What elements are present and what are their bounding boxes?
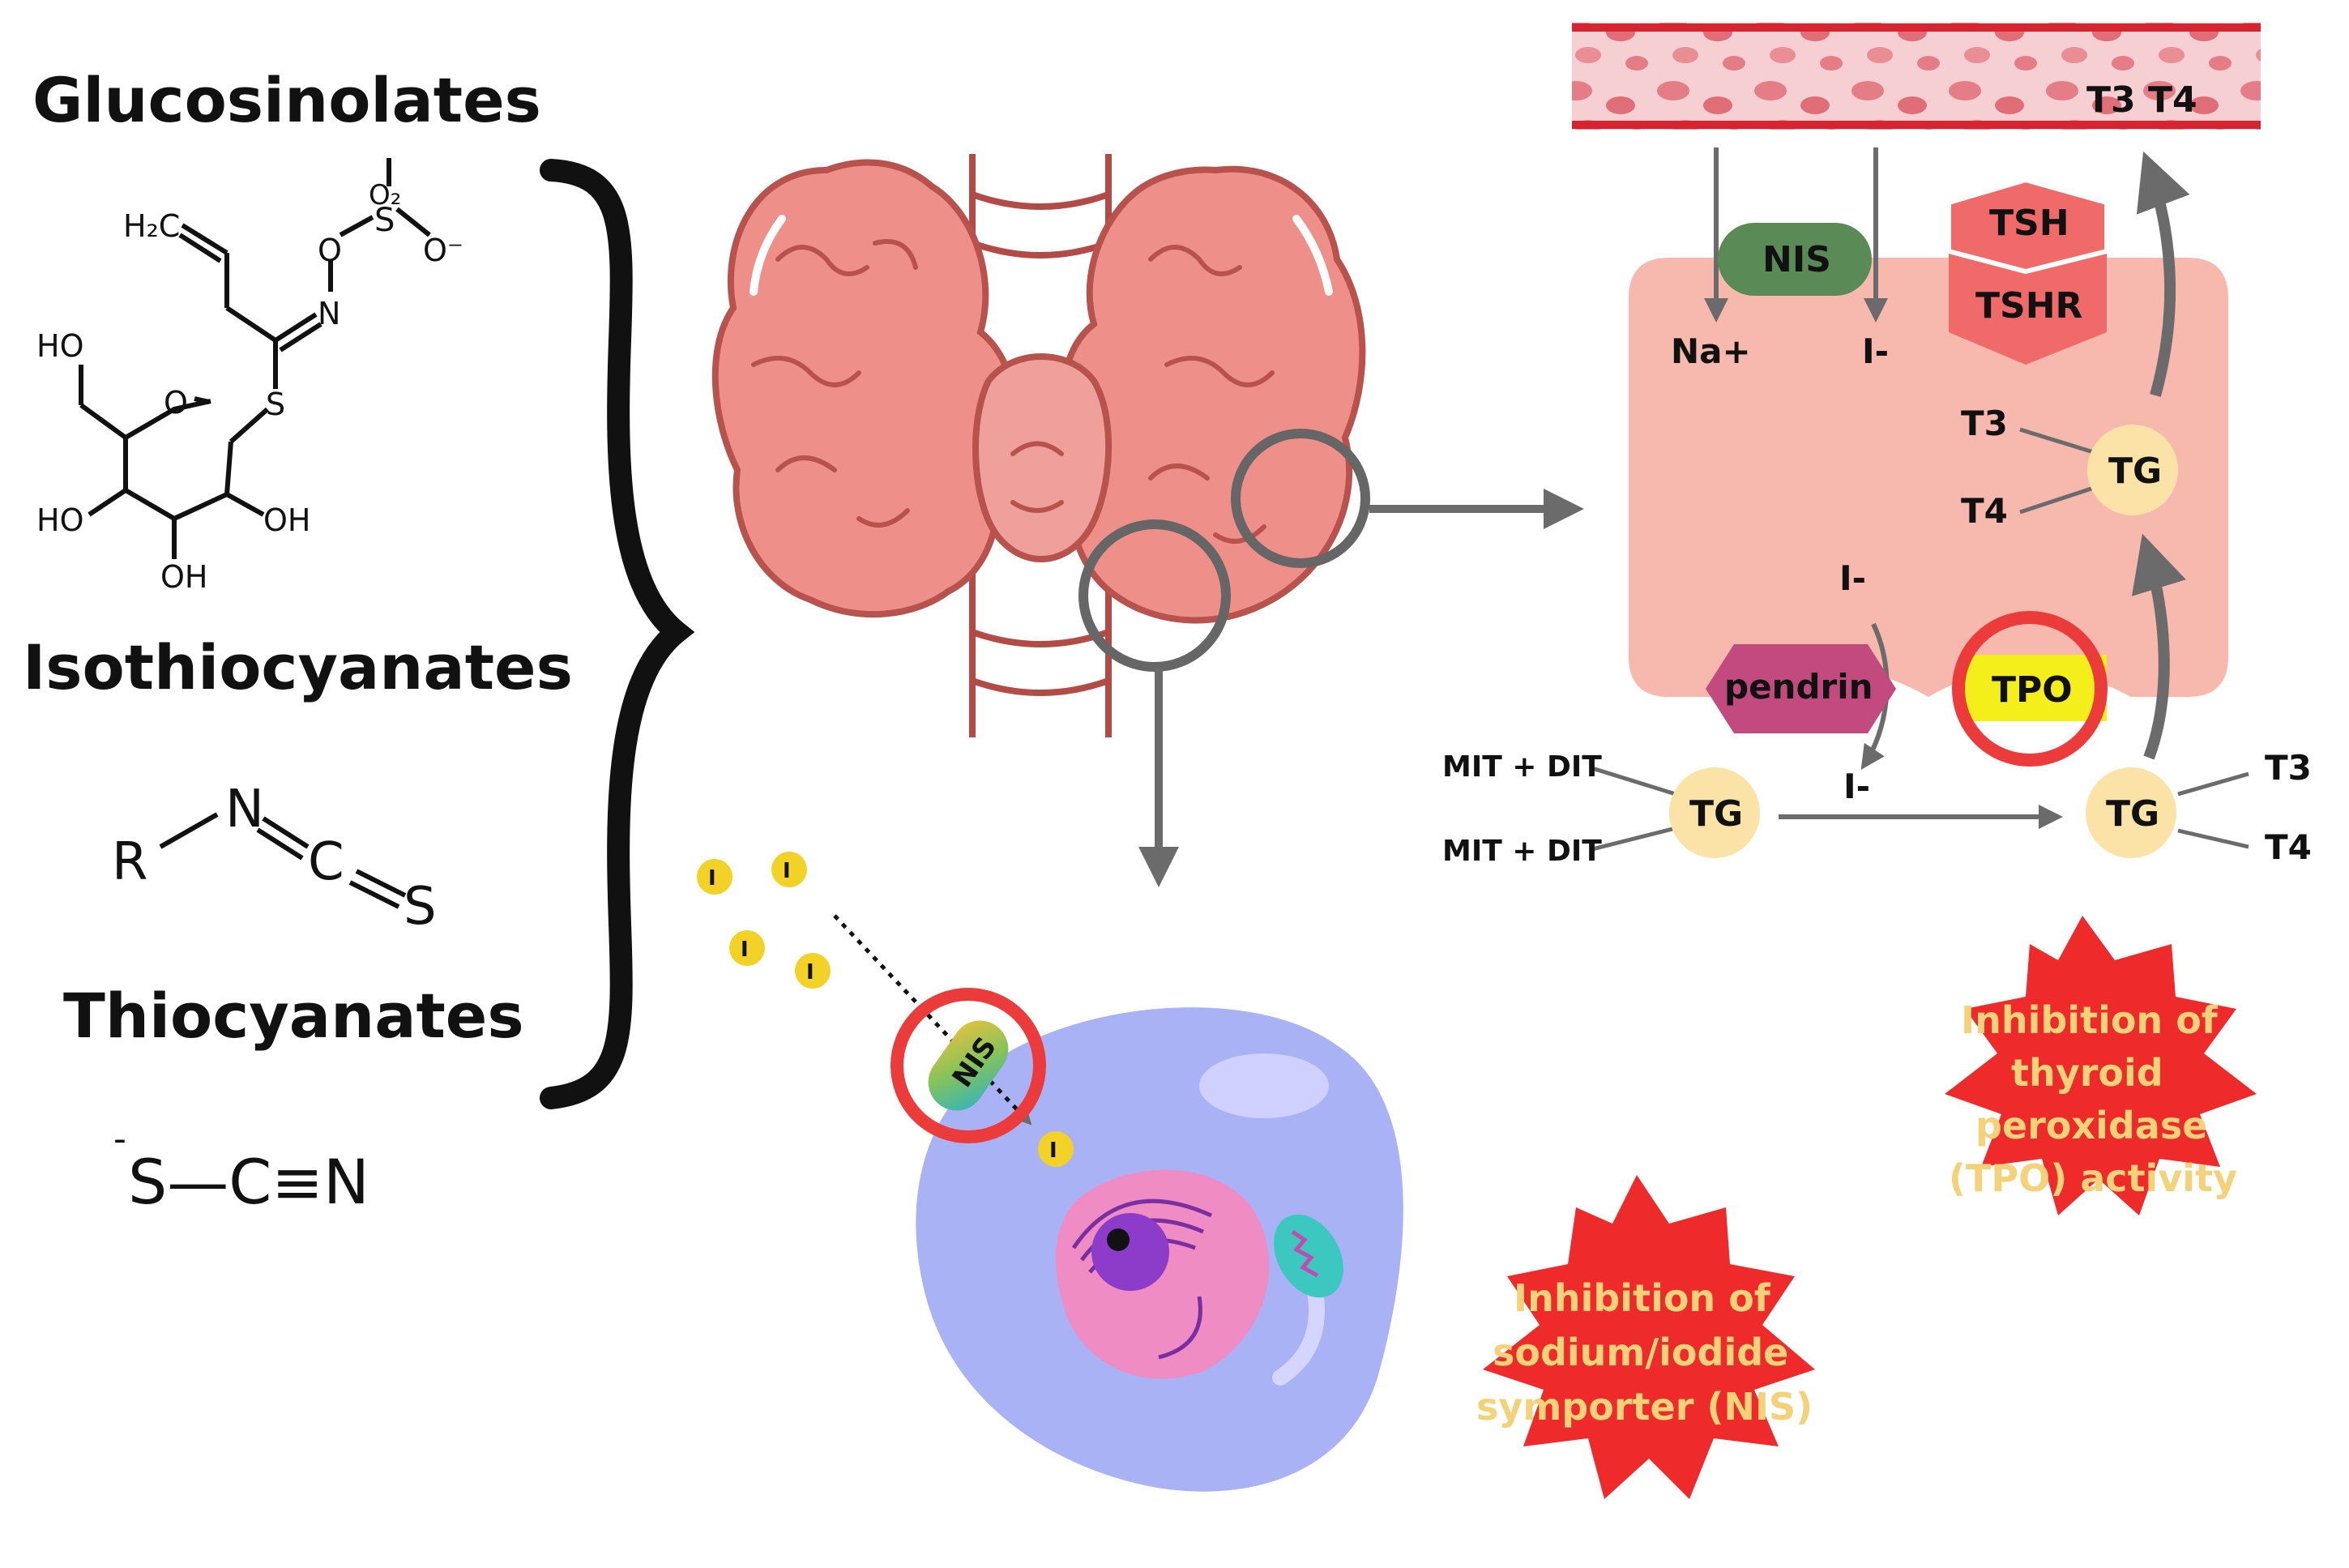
tpo-callout-line-4: (TPO) activity [1949, 1156, 2237, 1200]
glucosinolates-heading: Glucosinolates [32, 64, 541, 136]
nis-label: NIS [1762, 239, 1831, 280]
thiocyanate-formula: S—C≡N [128, 1146, 369, 1218]
tpo-label: TPO [1992, 669, 2073, 711]
follicular-cell [1629, 258, 2228, 697]
t4-upper-label: T4 [1961, 491, 2008, 531]
thyroid-gland [711, 154, 1366, 737]
tg-colloid-right [2086, 767, 2176, 858]
glucosinolate-s-thio: S [266, 387, 285, 422]
thiocyanate-charge: - [113, 1118, 126, 1160]
glucosinolate-ho-left: HO [36, 502, 83, 538]
nis-callout-line-1: Inhibition of [1514, 1276, 1771, 1320]
grouping-brace [540, 159, 695, 1109]
iodine-4: I [806, 960, 814, 985]
tpo-enzyme [1961, 655, 2107, 721]
nis-callout-line-3: symporter (NIS) [1476, 1385, 1813, 1429]
iodine-1: I [708, 866, 716, 891]
zoom-circle-cell [1078, 519, 1231, 672]
glucosinolate-o2: O₂ [369, 179, 401, 211]
glucosinolate-ho-top: HO [36, 328, 83, 364]
nucleus [1091, 1213, 1169, 1291]
glucosinolate-structure [79, 158, 431, 559]
iodide-top-label: I- [1862, 331, 1889, 371]
t3-colloid-label: T3 [2265, 748, 2312, 788]
mit-dit-1-label: MIT + DIT [1442, 750, 1602, 784]
t3-upper-label: T3 [1961, 404, 2008, 443]
na-label: Na+ [1671, 331, 1751, 371]
tpo-inhibition-ring [1952, 611, 2108, 767]
glucosinolate-o-minus: O⁻ [423, 233, 463, 268]
isothiocyanate-n: N [225, 780, 264, 840]
mit-dit-2-label: MIT + DIT [1442, 835, 1602, 868]
tg-upper-label: TG [2108, 451, 2162, 492]
glucosinolate-oh-right: OH [263, 502, 310, 538]
glucosinolate-o-link: O [318, 233, 342, 268]
nis-inhibition-ring [890, 988, 1046, 1143]
tpo-callout-line-2: thyroid [2011, 1051, 2163, 1095]
tg-colloid-left [1669, 767, 1760, 858]
iodide-colloid-label: I- [1843, 767, 1870, 806]
nis-inhibition-burst [1483, 1175, 1815, 1499]
pendrin-transporter [1706, 644, 1896, 733]
zoom-circle-follicle [1231, 429, 1370, 568]
isothiocyanate-r: R [112, 832, 147, 892]
glucosinolate-n: N [318, 296, 340, 331]
thiocyanates-heading: Thiocyanates [63, 980, 524, 1052]
isothiocyanate-c: C [308, 832, 344, 892]
nis-callout-line-2: sodium/iodide [1493, 1331, 1788, 1374]
iodine-atoms [697, 852, 1074, 1167]
blood-vessel [1572, 23, 2261, 130]
tsh-label: TSH [1989, 203, 2069, 244]
glucosinolate-ring-o: O [164, 385, 188, 421]
iodine-5: I [1049, 1139, 1057, 1163]
blood-t3-t4-label: T3 T4 [2086, 79, 2197, 121]
pendrin-label: pendrin [1724, 667, 1873, 707]
isothiocyanate-s: S [404, 877, 437, 937]
iodine-3: I [741, 938, 749, 962]
tpo-callout-line-1: Inhibition of [1961, 998, 2219, 1042]
iodide-mid-label: I- [1839, 558, 1866, 598]
tpo-callout-line-3: peroxidase [1975, 1104, 2207, 1147]
nis-transporter [1718, 223, 1872, 296]
glucosinolate-oh-bottom: OH [160, 559, 207, 595]
tpo-inhibition-burst [1945, 916, 2257, 1216]
glucosinolate-h2c: H₂C [123, 208, 180, 244]
tshr-label: TSHR [1975, 285, 2082, 327]
iodine-2: I [783, 859, 791, 883]
t4-colloid-label: T4 [2265, 827, 2312, 867]
iodine-uptake-path [833, 914, 1032, 1126]
nis-cell-transporter [928, 1020, 1009, 1111]
isothiocyanate-structure [159, 812, 407, 909]
tg-colloid-right-label: TG [2106, 793, 2159, 835]
tg-colloid-left-label: TG [1689, 793, 1743, 835]
secretion-arrow [2136, 151, 2190, 397]
tsh-hormone [1946, 177, 2109, 275]
tg-upper [2087, 425, 2178, 515]
glucosinolate-s: S [374, 202, 395, 239]
isothiocyanates-heading: Isothiocyanates [23, 631, 573, 703]
